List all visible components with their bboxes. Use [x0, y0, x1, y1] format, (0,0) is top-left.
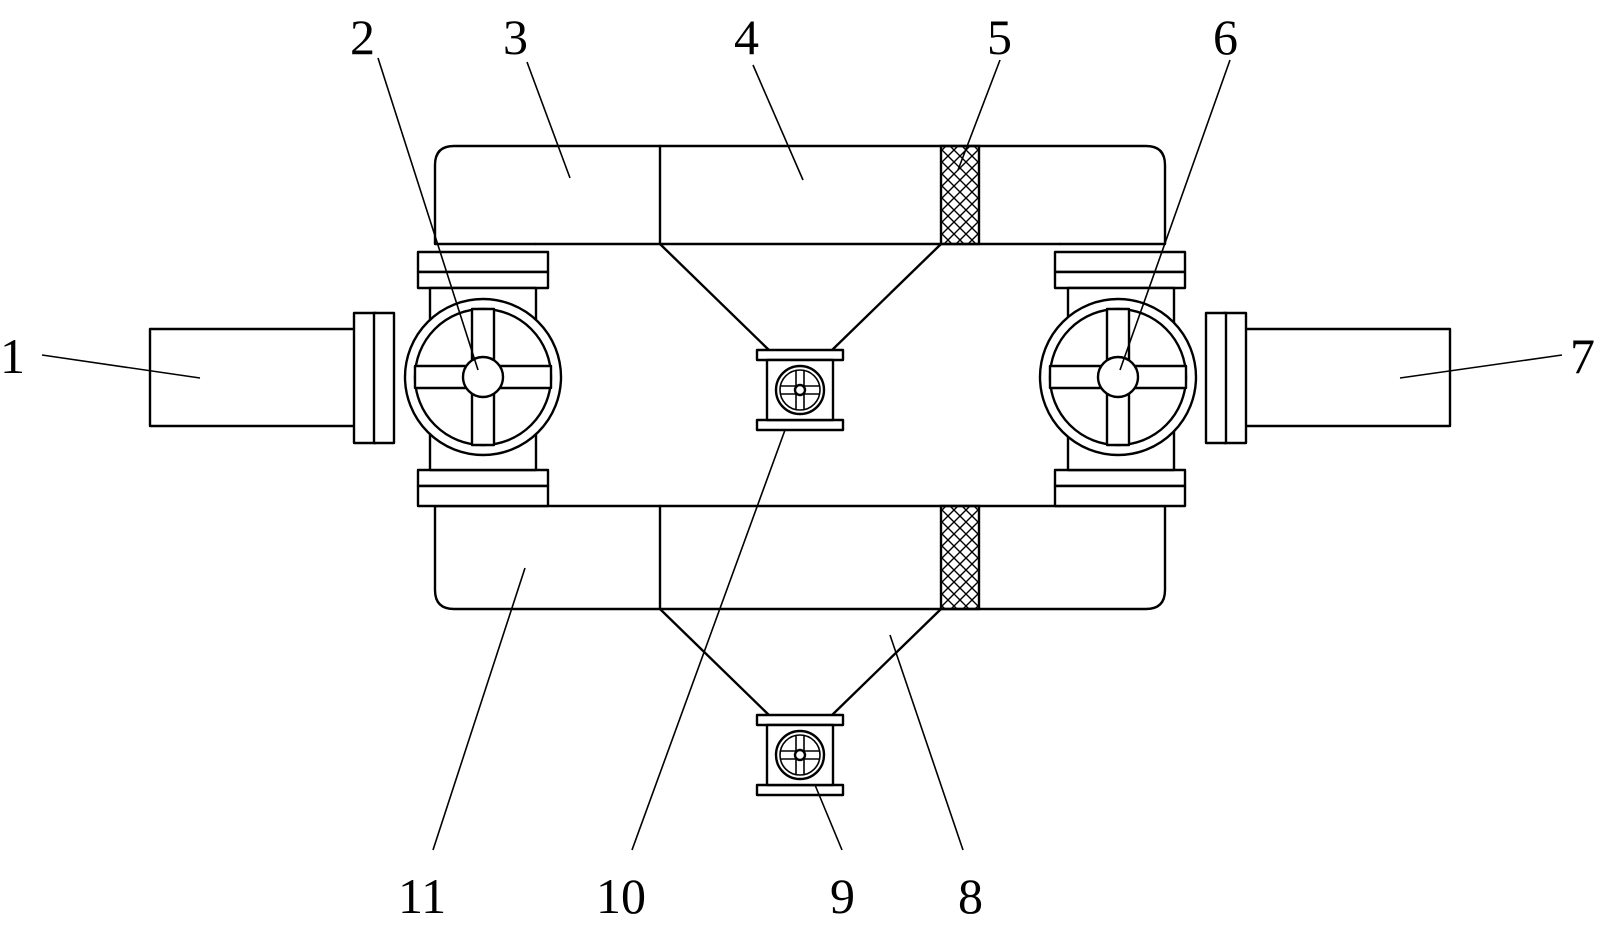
upper-discharge-valve: [755, 348, 845, 432]
leader-10: [631, 429, 786, 851]
reference-numerals: 1 2 3 4 5 6 7 8 9 10 11: [0, 9, 1595, 924]
leader-4: [752, 64, 804, 181]
lower-discharge-valve: [755, 713, 845, 797]
label-2: 2: [350, 9, 375, 65]
inlet-handwheel: [403, 297, 563, 457]
outlet-pipe: [1204, 311, 1452, 445]
upper-hopper: [658, 242, 943, 355]
leader-8: [889, 634, 964, 851]
label-1: 1: [0, 328, 25, 384]
label-11: 11: [398, 868, 446, 924]
label-8: 8: [958, 868, 983, 924]
leader-5: [957, 59, 1001, 171]
lower-hopper: [658, 607, 943, 720]
label-9: 9: [830, 868, 855, 924]
leader-6: [1119, 59, 1231, 371]
filter-screen-upper: [939, 144, 981, 246]
leader-3: [526, 61, 571, 179]
label-10: 10: [596, 868, 646, 924]
leader-9: [814, 784, 843, 851]
leader-11: [432, 567, 526, 851]
upper-housing: [433, 144, 1167, 246]
label-3: 3: [503, 9, 528, 65]
lower-housing: [433, 504, 1167, 611]
leader-7: [1399, 354, 1563, 379]
label-7: 7: [1570, 328, 1595, 384]
filter-screen-lower: [939, 504, 981, 611]
outlet-handwheel: [1038, 297, 1198, 457]
label-6: 6: [1213, 9, 1238, 65]
label-5: 5: [987, 9, 1012, 65]
leader-2: [377, 57, 479, 371]
label-4: 4: [734, 9, 759, 65]
leader-1: [41, 354, 201, 379]
inlet-pipe: [148, 311, 396, 445]
leader-lines: [41, 57, 1563, 851]
